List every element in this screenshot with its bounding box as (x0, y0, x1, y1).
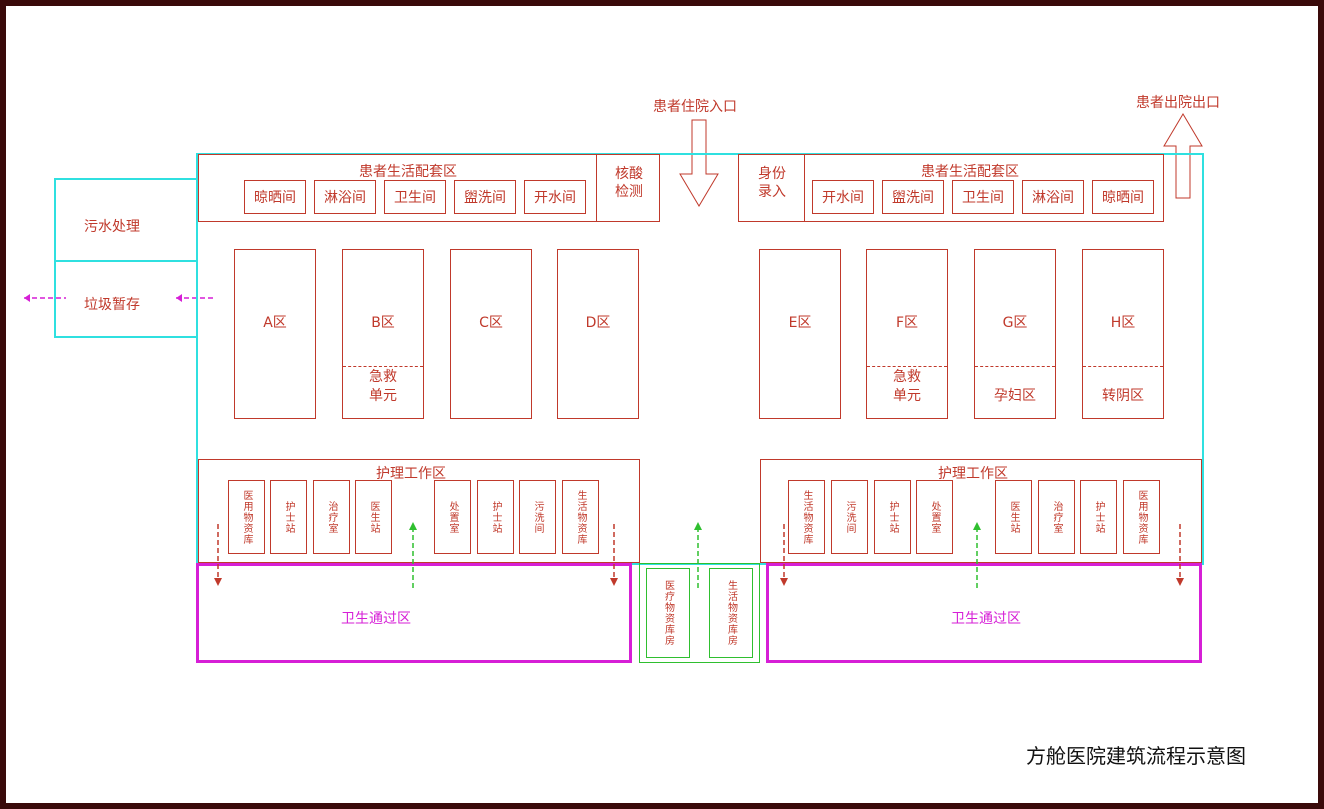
nursing-room: 护士站 (270, 480, 307, 554)
nursing-room: 护士站 (874, 480, 911, 554)
ward-subunit: 转阴区 (1102, 388, 1144, 404)
ward-zone: B区急救 单元 (342, 249, 424, 419)
ward-divider (343, 366, 423, 367)
entrance-arrow-icon (679, 119, 719, 207)
right-nursing-area: 护理工作区 (760, 459, 1202, 563)
garbage-label: 垃圾暂存 (84, 297, 140, 313)
support-room: 开水间 (812, 180, 874, 214)
left-nursing-area: 护理工作区 (198, 459, 640, 563)
storage-room: 生活物资库房 (709, 568, 753, 658)
exit-label: 患者出院出口 (1136, 95, 1220, 111)
nursing-room: 护士站 (1080, 480, 1117, 554)
storage-block (639, 563, 760, 663)
ward-divider (975, 366, 1055, 367)
nursing-room: 医生站 (995, 480, 1032, 554)
nursing-room: 处置室 (916, 480, 953, 554)
right-nursing-title: 护理工作区 (938, 466, 1008, 482)
ward-zone: H区转阴区 (1082, 249, 1164, 419)
clean-passage-left: 卫生通过区 (196, 563, 632, 663)
diagram-title: 方舱医院建筑流程示意图 (1026, 744, 1246, 768)
support-room: 开水间 (524, 180, 586, 214)
nursing-room: 处置室 (434, 480, 471, 554)
ward-subunit: 急救 单元 (893, 369, 921, 404)
waste-flow-arrows (217, 524, 1181, 582)
ward-name: G区 (1002, 315, 1028, 331)
ward-zone: E区 (759, 249, 841, 419)
ward-zone: D区 (557, 249, 639, 419)
nucleic-test-label: 核酸 检测 (615, 166, 643, 200)
ward-subunit: 急救 单元 (369, 369, 397, 404)
ward-zone: G区孕妇区 (974, 249, 1056, 419)
left-support-title: 患者生活配套区 (359, 164, 457, 180)
nursing-room: 治疗室 (313, 480, 350, 554)
ward-zone: F区急救 单元 (866, 249, 948, 419)
clean-passage-right: 卫生通过区 (766, 563, 1202, 663)
nursing-room: 污洗间 (831, 480, 868, 554)
support-room: 晾晒间 (1092, 180, 1154, 214)
ward-divider (1083, 366, 1163, 367)
nursing-room: 护士站 (477, 480, 514, 554)
ward-name: B区 (371, 315, 395, 331)
nursing-room: 治疗室 (1038, 480, 1075, 554)
ward-name: E区 (788, 315, 812, 331)
ward-divider (867, 366, 947, 367)
nursing-room: 生活物资库 (788, 480, 825, 554)
hospital-outline (196, 153, 1204, 565)
nursing-room: 医用物资库 (1123, 480, 1160, 554)
nursing-room: 污洗间 (519, 480, 556, 554)
left-nursing-title: 护理工作区 (376, 466, 446, 482)
nursing-room: 医生站 (355, 480, 392, 554)
right-support-area: 患者生活配套区 身份 录入 (738, 154, 1164, 222)
ward-zone: C区 (450, 249, 532, 419)
support-room: 盥洗间 (882, 180, 944, 214)
diagram-canvas: 患者住院入口 患者出院出口 污水处理 垃圾暂存 患者生活配套区 核酸 检测 晾晒… (6, 6, 1318, 803)
support-room: 盥洗间 (454, 180, 516, 214)
exit-arrow-icon (1163, 113, 1203, 199)
support-divider (804, 155, 805, 221)
support-room: 淋浴间 (314, 180, 376, 214)
ward-name: C区 (479, 315, 503, 331)
ward-name: H区 (1110, 315, 1136, 331)
nursing-room: 生活物资库 (562, 480, 599, 554)
support-divider (596, 155, 597, 221)
ward-name: D区 (585, 315, 611, 331)
clean-passage-right-label: 卫生通过区 (951, 611, 1021, 627)
ward-name: A区 (263, 315, 287, 331)
clean-flow-arrows (412, 528, 978, 588)
ward-name: F区 (895, 315, 919, 331)
nursing-room: 医用物资库 (228, 480, 265, 554)
entrance-label: 患者住院入口 (653, 99, 737, 115)
clean-passage-left-label: 卫生通过区 (341, 611, 411, 627)
support-room: 淋浴间 (1022, 180, 1084, 214)
ward-zone: A区 (234, 249, 316, 419)
flow-arrows (214, 522, 1184, 588)
support-room: 晾晒间 (244, 180, 306, 214)
storage-room: 医疗物资库房 (646, 568, 690, 658)
support-room: 卫生间 (952, 180, 1014, 214)
left-support-area: 患者生活配套区 核酸 检测 (198, 154, 660, 222)
ward-subunit: 孕妇区 (994, 388, 1036, 404)
id-entry-label: 身份 录入 (758, 166, 786, 200)
support-room: 卫生间 (384, 180, 446, 214)
sewage-label: 污水处理 (84, 219, 140, 235)
right-support-title: 患者生活配套区 (921, 164, 1019, 180)
